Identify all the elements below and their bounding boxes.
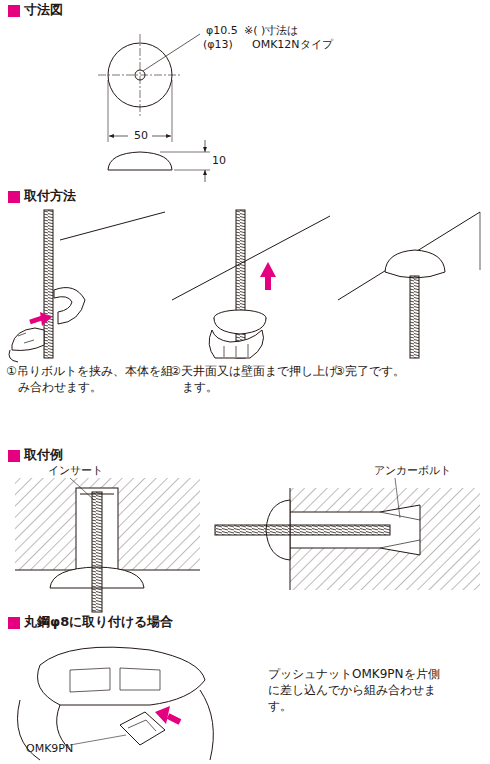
insert-example [15, 478, 200, 612]
dimension-label: 50 [132, 129, 150, 143]
part-label: OMK9PN [26, 742, 73, 756]
step3-figure [338, 212, 480, 358]
step1-figure [9, 210, 165, 362]
pushnut-figure [18, 647, 214, 760]
anchor-example [215, 478, 480, 590]
note-text: プッシュナットOMK9PNを片側に差し込んでから組み合わせます。 [268, 666, 444, 715]
note-text: ※( )寸法は [244, 24, 298, 38]
dimension-label: φ10.5 [206, 24, 238, 38]
dimension-label: (φ13) [203, 38, 233, 52]
part-label: アンカーボルト [372, 464, 453, 478]
section-heading: 取付方法 [24, 188, 76, 205]
section-heading: 取付例 [24, 447, 63, 464]
dimension-drawing [98, 34, 210, 182]
note-text: OMK12Nタイプ [252, 38, 333, 52]
step-caption: ③完了です。 [334, 363, 486, 379]
step-caption: ①吊りボルトを挟み、本体を組み合わせます。 [6, 363, 180, 395]
section-heading: 丸鋼φ8に取り付ける場合 [24, 614, 173, 631]
step-caption: ②天井面又は壁面まで押し上げます。 [170, 363, 342, 395]
dimension-label: 10 [212, 154, 226, 168]
step2-figure [172, 210, 330, 358]
part-label: インサート [46, 464, 105, 478]
section-heading: 寸法図 [24, 2, 63, 19]
